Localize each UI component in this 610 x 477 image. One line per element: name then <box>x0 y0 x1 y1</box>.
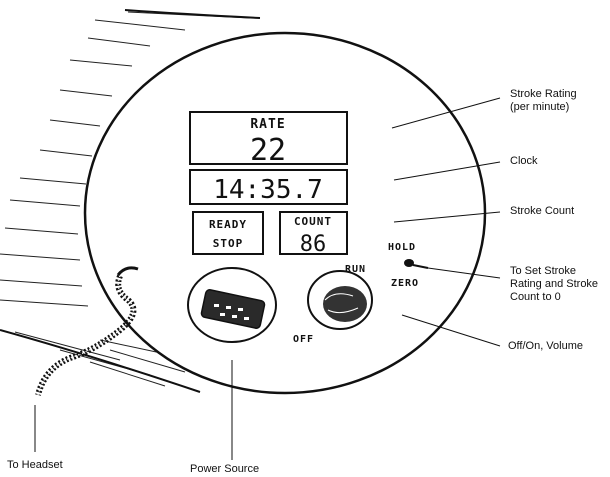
device-body-edge <box>0 329 201 393</box>
device-body-edge-top <box>124 9 261 19</box>
rate-label: RATE <box>250 117 285 132</box>
count-display: COUNT 86 <box>279 211 348 257</box>
callout-set-zero-line1: To Set Stroke <box>510 265 576 277</box>
callout-lines <box>34 97 501 460</box>
run-label: RUN <box>345 264 366 275</box>
callout-stroke-count: Stroke Count <box>510 205 574 217</box>
hold-label: HOLD <box>388 242 416 253</box>
off-label: OFF <box>293 334 314 345</box>
headset-cord <box>35 274 137 396</box>
stop-label: STOP <box>213 237 244 250</box>
zero-switch[interactable] <box>404 259 429 269</box>
power-source-cap <box>187 267 277 343</box>
callout-power-source: Power Source <box>190 463 259 475</box>
callout-to-headset: To Headset <box>7 459 63 471</box>
ready-stop-indicator: READY STOP <box>192 211 264 255</box>
clock-value: 14:35.7 <box>213 175 323 205</box>
rate-value: 22 <box>250 133 286 168</box>
clock-display: 14:35.7 <box>189 169 348 205</box>
ready-label: READY <box>209 218 247 231</box>
rate-display: RATE 22 <box>189 111 348 168</box>
callout-stroke-rating-line2: (per minute) <box>510 101 569 113</box>
callout-clock: Clock <box>510 155 538 167</box>
count-label: COUNT <box>294 215 332 228</box>
device-body-hatching <box>0 11 251 387</box>
callout-set-zero-line2: Rating and Stroke <box>510 278 598 290</box>
callout-set-zero-line3: Count to 0 <box>510 291 561 303</box>
off-on-volume-knob[interactable] <box>307 270 373 330</box>
callout-stroke-rating-line1: Stroke Rating <box>510 88 577 100</box>
callout-off-on-volume: Off/On, Volume <box>508 340 583 352</box>
count-value: 86 <box>300 232 327 257</box>
zero-label: ZERO <box>391 278 419 289</box>
